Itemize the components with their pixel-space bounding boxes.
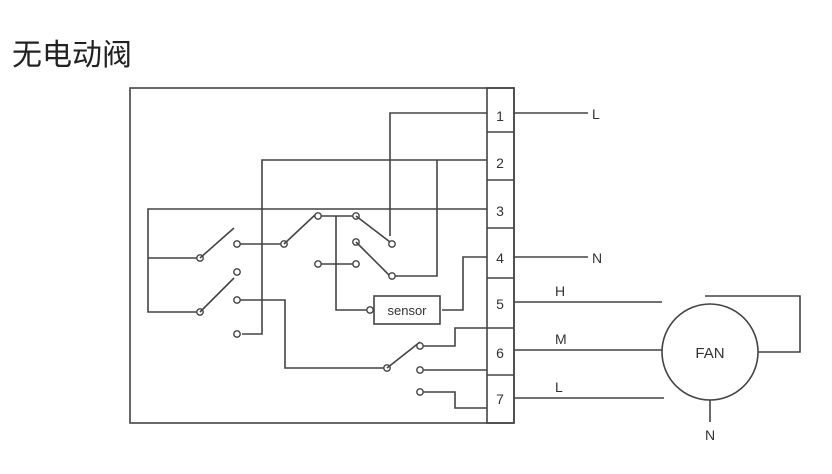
label-supply-n: N bbox=[592, 250, 602, 266]
sensor-box bbox=[373, 295, 441, 325]
terminal-4: 4 bbox=[496, 250, 504, 266]
label-speed-h: H bbox=[555, 283, 565, 299]
terminal-1: 1 bbox=[496, 108, 504, 124]
diagram-title: 无电动阀 bbox=[12, 38, 132, 73]
terminal-strip bbox=[486, 87, 515, 424]
terminal-3: 3 bbox=[496, 203, 504, 219]
terminal-2: 2 bbox=[496, 155, 504, 171]
fan-label: FAN bbox=[695, 345, 724, 362]
label-supply-l: L bbox=[592, 106, 600, 122]
label-speed-m: M bbox=[555, 331, 567, 347]
control-box bbox=[129, 87, 515, 424]
terminal-6: 6 bbox=[496, 345, 504, 361]
terminal-7: 7 bbox=[496, 391, 504, 407]
label-speed-l: L bbox=[555, 379, 563, 395]
label-fan-n: N bbox=[705, 427, 715, 443]
terminal-5: 5 bbox=[496, 296, 504, 312]
sensor-label: sensor bbox=[387, 303, 427, 318]
